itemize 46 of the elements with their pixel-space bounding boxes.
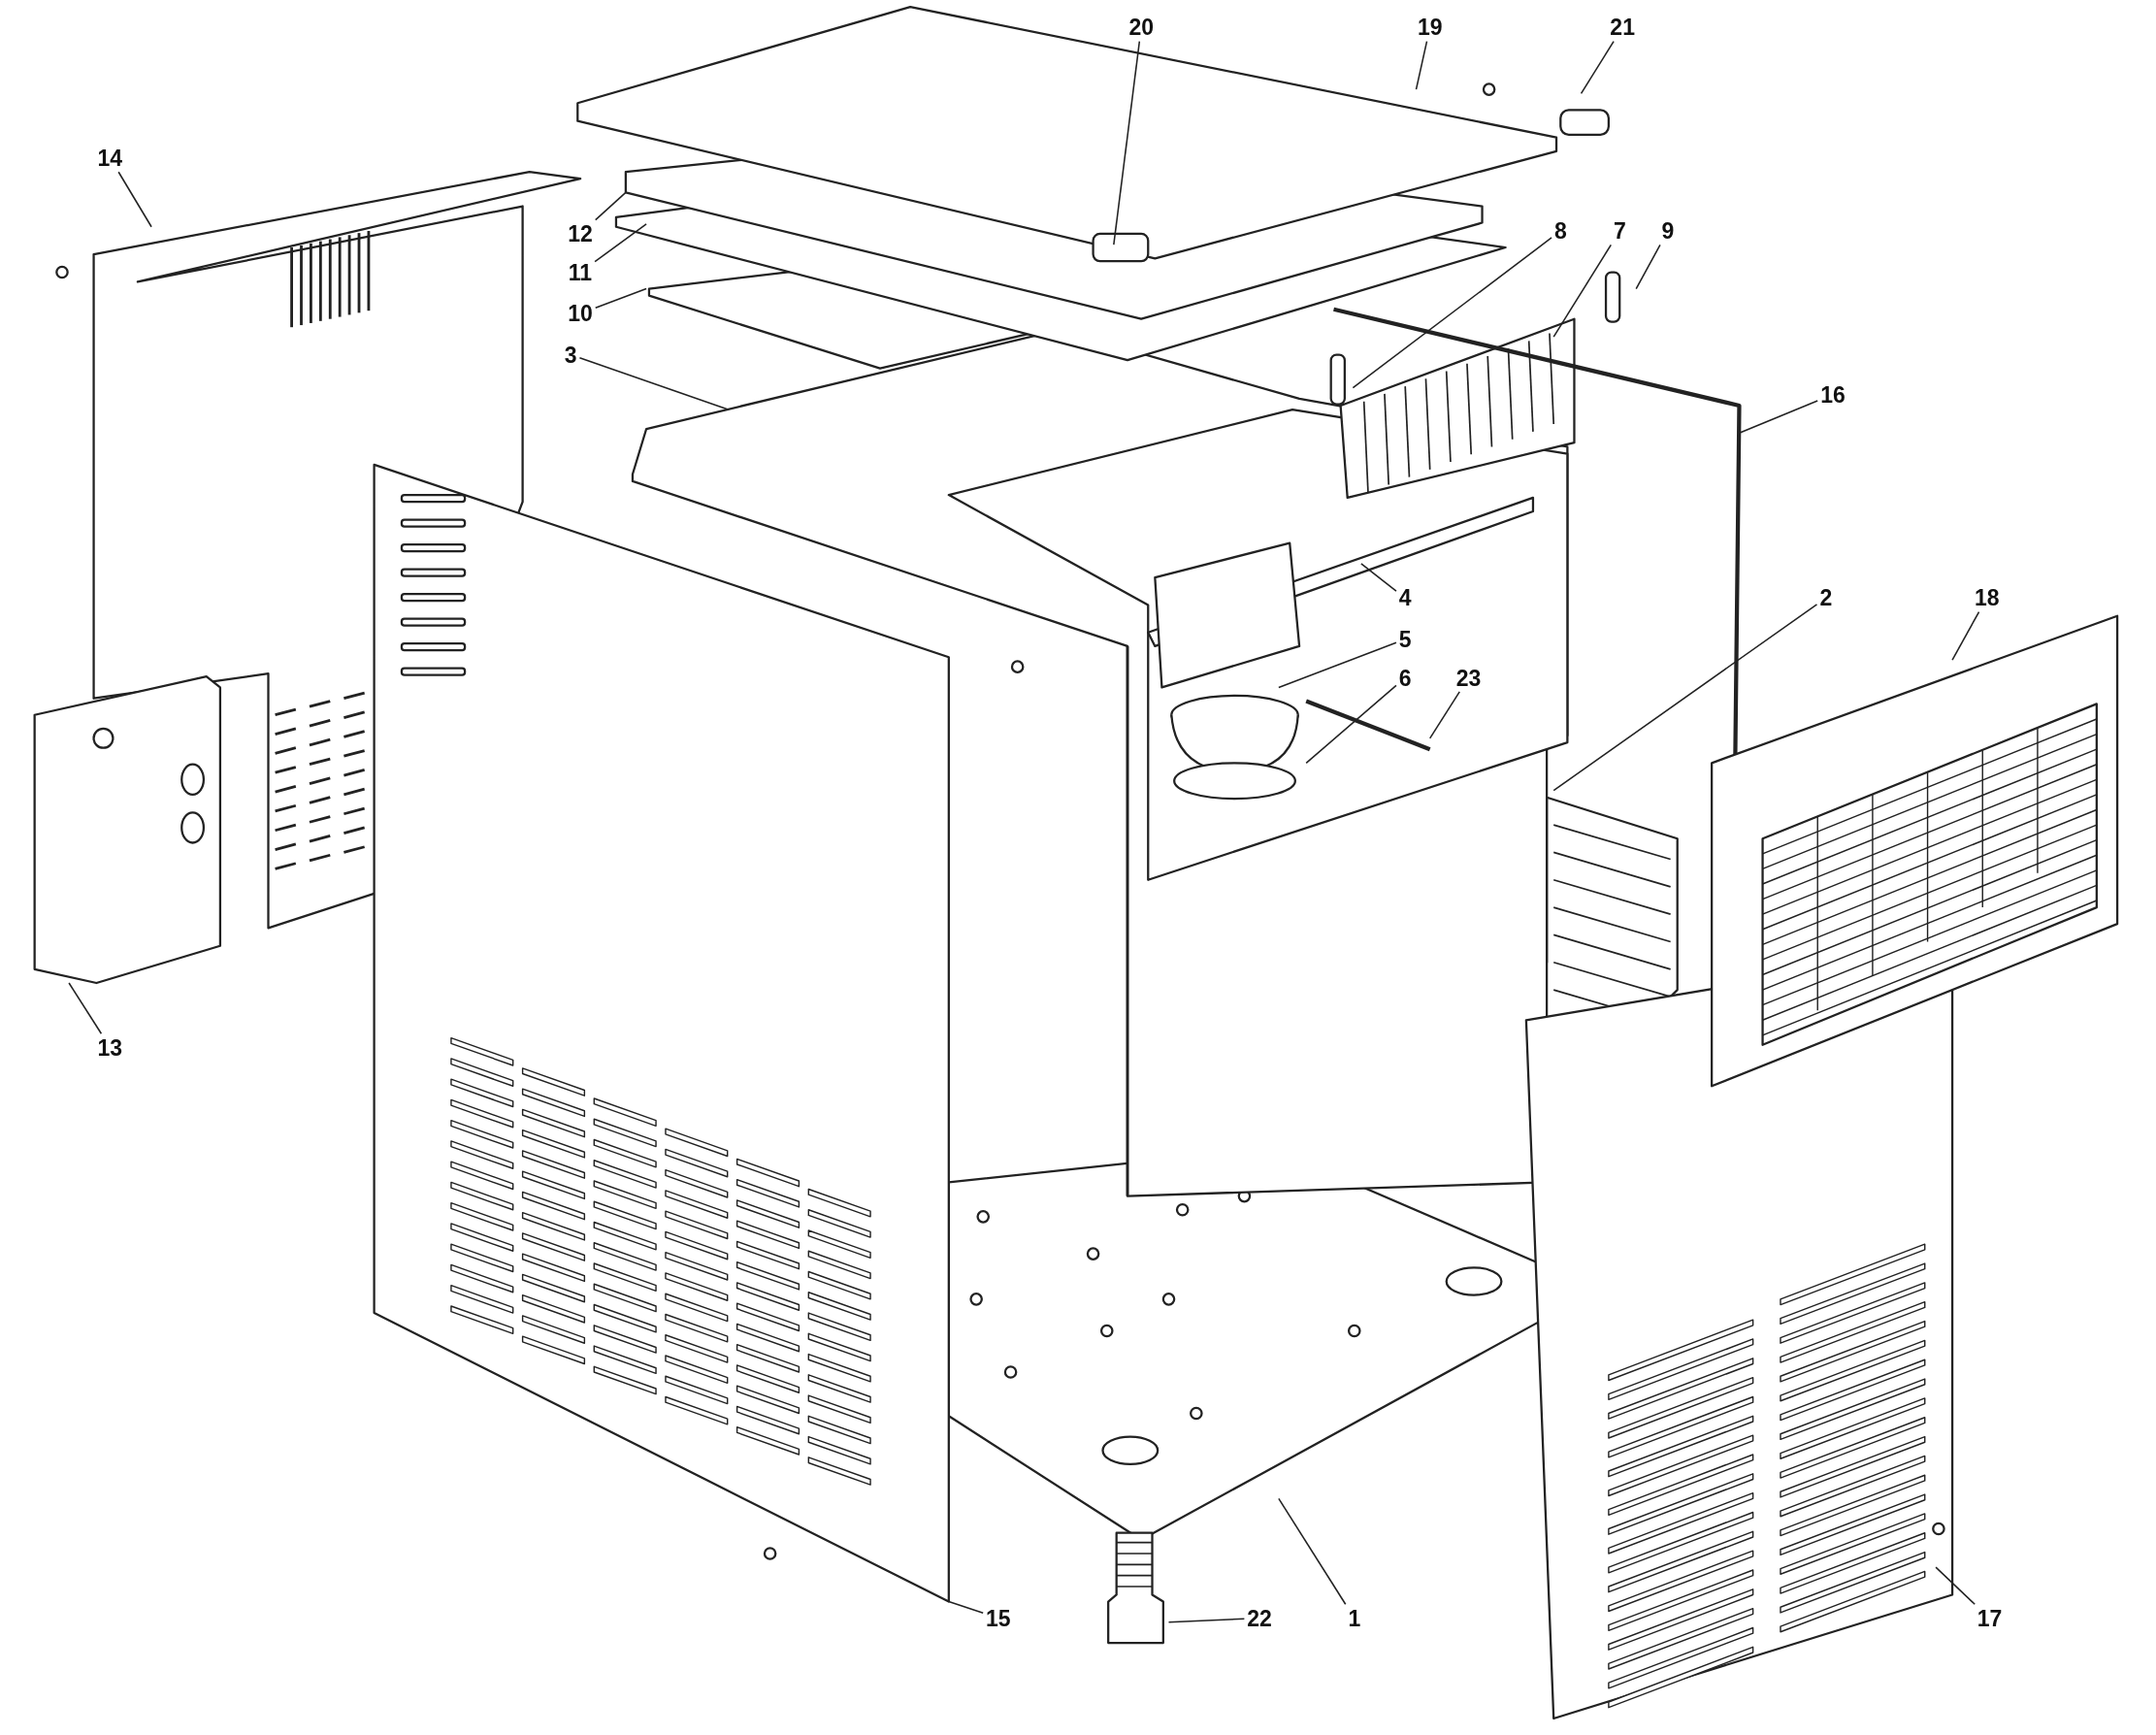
leader-line — [1935, 1566, 1976, 1605]
leader-line — [948, 1600, 984, 1615]
callout-number: 16 — [1820, 383, 1846, 407]
callout-number: 14 — [97, 147, 123, 170]
leader-line — [594, 191, 627, 221]
callout-number: 5 — [1398, 628, 1412, 651]
leader-line — [1415, 40, 1428, 90]
leader-line — [1167, 1618, 1246, 1623]
callout-number: 13 — [97, 1036, 123, 1060]
callout-number: 20 — [1128, 16, 1154, 39]
callout-number: 17 — [1976, 1607, 2003, 1630]
callout-number: 1 — [1348, 1607, 1361, 1630]
callout-number: 10 — [568, 302, 593, 325]
callout-number: 15 — [986, 1607, 1011, 1630]
leader-line — [1278, 641, 1397, 689]
leader-line — [1738, 400, 1818, 435]
leader-line — [1552, 604, 1818, 792]
callout-number: 4 — [1398, 586, 1412, 609]
leader-line — [117, 171, 152, 228]
leader-line — [1635, 244, 1661, 290]
callout-number: 21 — [1610, 16, 1635, 39]
callout-number: 18 — [1974, 586, 2000, 609]
callout-number: 19 — [1417, 16, 1443, 39]
callout-number: 7 — [1613, 219, 1626, 243]
callout-number: 23 — [1455, 667, 1482, 690]
leader-line — [594, 287, 647, 309]
callout-number: 11 — [568, 261, 593, 284]
leader-line — [1305, 684, 1397, 765]
leader-line — [1428, 691, 1461, 739]
leader-line — [1951, 610, 1980, 661]
callout-number: 2 — [1819, 586, 1833, 609]
leader-line — [1580, 40, 1615, 95]
callout-number: 6 — [1398, 667, 1412, 690]
callout-number: 12 — [568, 222, 593, 246]
callout-number: 22 — [1247, 1607, 1272, 1630]
callout-number: 9 — [1661, 219, 1675, 243]
leader-line — [1278, 1497, 1347, 1605]
callout-number: 3 — [564, 344, 577, 367]
leader-line — [594, 223, 647, 263]
leader-line — [1360, 563, 1397, 592]
leader-line — [1352, 237, 1552, 389]
leader-line — [1113, 40, 1141, 246]
leader-line — [68, 982, 103, 1035]
callout-number: 8 — [1554, 219, 1567, 243]
leader-line — [1552, 244, 1613, 338]
leader-line — [578, 356, 730, 410]
